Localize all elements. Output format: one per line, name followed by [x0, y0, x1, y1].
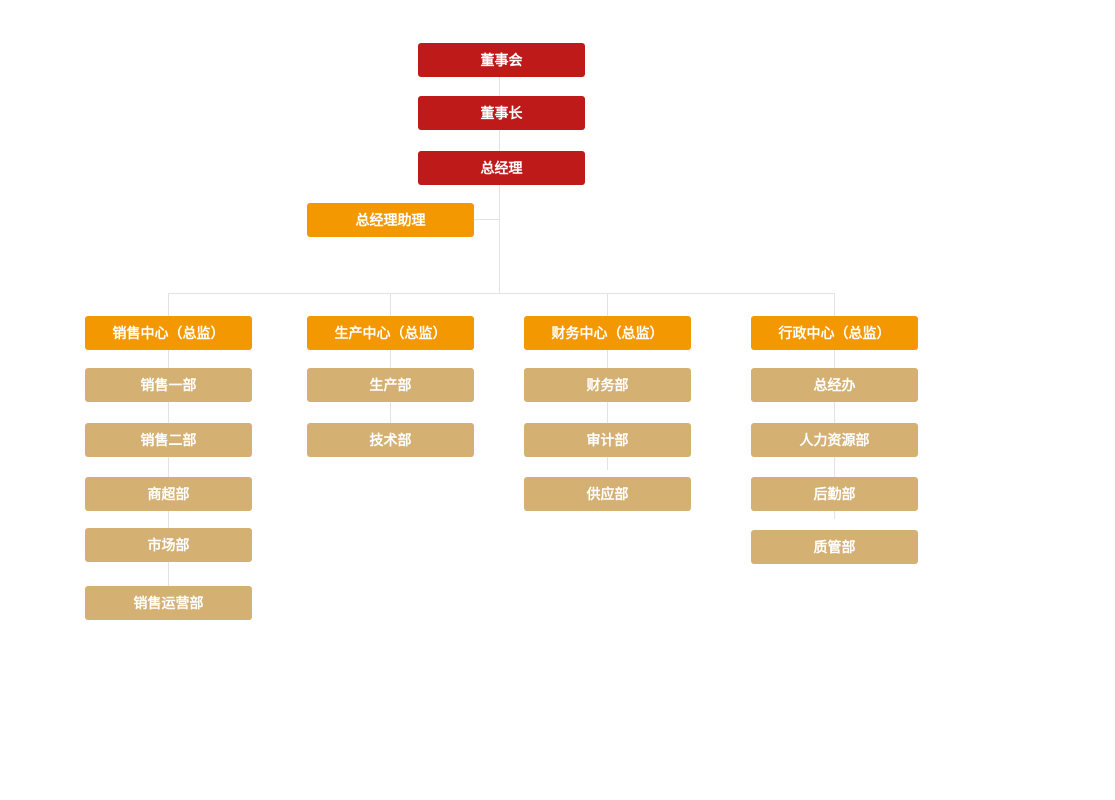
center-connector-admin [834, 293, 835, 316]
center-connector-production [390, 293, 391, 316]
department-node: 技术部 [307, 423, 474, 457]
department-node: 销售运营部 [85, 586, 252, 620]
department-node: 后勤部 [751, 477, 918, 511]
finance-center-node: 财务中心（总监） [524, 316, 691, 350]
production-center-node: 生产中心（总监） [307, 316, 474, 350]
sales-center-node: 销售中心（总监） [85, 316, 252, 350]
department-node: 财务部 [524, 368, 691, 402]
department-node: 审计部 [524, 423, 691, 457]
board-node: 董事会 [418, 43, 585, 77]
admin-center-node: 行政中心（总监） [751, 316, 918, 350]
dept-connector-sales [168, 349, 169, 586]
department-node: 人力资源部 [751, 423, 918, 457]
assistant-connector [474, 219, 499, 220]
department-node: 销售一部 [85, 368, 252, 402]
dept-connector-finance [607, 349, 608, 470]
department-node: 销售二部 [85, 423, 252, 457]
branch-connector [168, 293, 835, 294]
chairman-node: 董事长 [418, 96, 585, 130]
center-connector-sales [168, 293, 169, 316]
department-node: 商超部 [85, 477, 252, 511]
assistant-node: 总经理助理 [307, 203, 474, 237]
department-node: 总经办 [751, 368, 918, 402]
general-manager-node: 总经理 [418, 151, 585, 185]
center-connector-finance [607, 293, 608, 316]
department-node: 生产部 [307, 368, 474, 402]
department-node: 质管部 [751, 530, 918, 564]
department-node: 供应部 [524, 477, 691, 511]
department-node: 市场部 [85, 528, 252, 562]
